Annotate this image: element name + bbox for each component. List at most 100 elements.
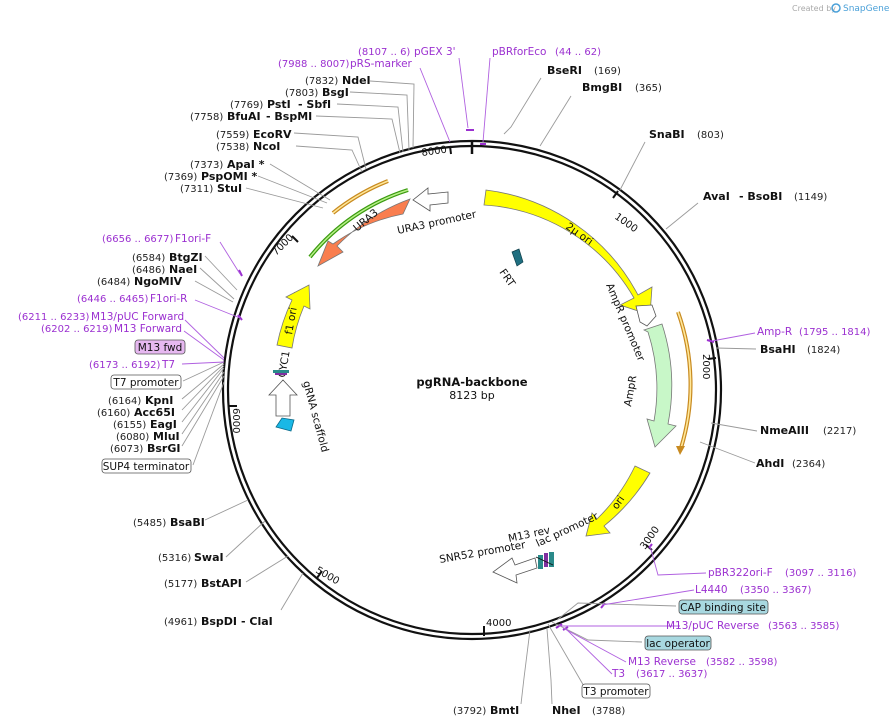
site-bspdi[interactable]: (4961) BspDI - ClaI: [164, 615, 273, 628]
site-snabi[interactable]: SnaBI (803): [649, 128, 724, 141]
site-ndei[interactable]: (7832) NdeI: [305, 74, 371, 87]
primer-prs-marker[interactable]: (7988 .. 8007) pRS-marker: [278, 58, 413, 70]
tick-mark-2000: [707, 357, 717, 360]
leader-ahdi: [699, 441, 756, 464]
svg-text:NaeI: NaeI: [169, 263, 197, 276]
svg-text:M13 Reverse: M13 Reverse: [628, 656, 696, 668]
site-psti[interactable]: (7769) PstI - SbfI: [230, 98, 331, 111]
svg-text:MluI: MluI: [153, 430, 180, 443]
site-bseri[interactable]: BseRI (169): [547, 64, 621, 77]
site-btgzi[interactable]: (6584) BtgZI: [132, 251, 203, 264]
svg-text:(3563 .. 3585): (3563 .. 3585): [768, 621, 840, 632]
snapgene-logo: SnapGene: [831, 3, 890, 14]
site-ahdi[interactable]: AhdI (2364): [756, 457, 825, 470]
site-bsrgi[interactable]: (6073) BsrGI: [110, 442, 180, 455]
site-bsgi[interactable]: (7803) BsgI: [285, 86, 349, 99]
site-acc65i[interactable]: (6160) Acc65I: [97, 406, 175, 419]
feature-label-grna: gRNA scaffold: [300, 380, 331, 454]
primer-t3[interactable]: T3 (3617 .. 3637): [611, 668, 708, 680]
primer-f1ori-f[interactable]: (6656 .. 6677) F1ori-F: [102, 233, 211, 245]
leader-nhei: [546, 628, 553, 705]
site-ncoi[interactable]: (7538) NcoI: [216, 140, 280, 153]
site-bsabi[interactable]: (5485) BsaBI: [133, 516, 205, 529]
site-stui[interactable]: (7311) StuI: [180, 182, 242, 195]
box-t7-promoter[interactable]: T7 promoter: [110, 374, 182, 390]
primer-m13puc-forward[interactable]: (6211 .. 6233) M13/pUC Forward: [18, 311, 184, 323]
primer-t7[interactable]: (6173 .. 6192) T7: [89, 359, 175, 371]
feature-snr52-promoter[interactable]: [492, 557, 538, 584]
box-t3-promoter[interactable]: T3 promoter: [581, 683, 651, 699]
feature-ampr-promoter[interactable]: [635, 304, 657, 327]
svg-text:EagI: EagI: [150, 418, 177, 431]
leader-t3-promoter: [547, 623, 586, 689]
box-cap-binding-site[interactable]: CAP binding site: [678, 599, 769, 615]
svg-text:(7538): (7538): [216, 142, 249, 153]
feature-ura3[interactable]: [317, 198, 411, 267]
primer-m13puc-reverse[interactable]: M13/pUC Reverse (3563 .. 3585): [666, 620, 840, 632]
feature-ura3-promoter[interactable]: [412, 187, 449, 212]
feature-frt[interactable]: [511, 248, 524, 267]
svg-text:BstAPI: BstAPI: [201, 577, 242, 590]
primer-pbrforeco[interactable]: pBRforEco (44 .. 62): [492, 46, 601, 58]
site-bmti[interactable]: (3792) BmtI: [453, 704, 519, 717]
site-nmeaiii[interactable]: NmeAIII (2217): [760, 424, 856, 437]
svg-text:(44 .. 62): (44 .. 62): [555, 47, 601, 58]
site-kpni[interactable]: (6164) KpnI: [108, 394, 173, 407]
feature-ampr[interactable]: [642, 323, 677, 448]
svg-text:(7988 .. 8007): (7988 .. 8007): [278, 59, 350, 70]
site-bfuai[interactable]: (7758) BfuAI - BspMI: [190, 110, 312, 123]
site-swai[interactable]: (5316) SwaI: [158, 551, 224, 564]
site-avai[interactable]: AvaI - BsoBI (1149): [703, 190, 827, 203]
svg-text:(6164): (6164): [108, 396, 141, 407]
svg-text:Amp-R: Amp-R: [757, 326, 792, 338]
svg-text:EcoRV: EcoRV: [253, 128, 292, 141]
site-naei[interactable]: (6486) NaeI: [132, 263, 197, 276]
plead-m13puc-fwd: [184, 319, 225, 359]
primer-f1ori-r[interactable]: (6446 .. 6465) F1ori-R: [77, 293, 187, 305]
svg-text:pGEX 3': pGEX 3': [414, 46, 456, 58]
site-ngomiv[interactable]: (6484) NgoMIV: [97, 275, 183, 288]
site-eagi[interactable]: (6155) EagI: [113, 418, 177, 431]
created-by-text: Created by: [792, 4, 836, 13]
primer-pbr322ori-f[interactable]: pBR322ori-F (3097 .. 3116): [708, 567, 857, 579]
site-ecorv[interactable]: (7559) EcoRV: [216, 128, 292, 141]
site-bmgbi[interactable]: BmgBI (365): [582, 81, 662, 94]
leader-naei: [199, 267, 235, 300]
site-pspomi[interactable]: (7369) PspOMI *: [164, 170, 258, 183]
site-bsahi[interactable]: BsaHI (1824): [760, 343, 840, 356]
box-m13-fwd[interactable]: M13 fwd: [134, 339, 186, 355]
tick-label-2000: 2000: [700, 354, 711, 379]
svg-text:BsaBI: BsaBI: [170, 516, 205, 529]
leader-cap: [556, 602, 677, 621]
feature-2micron-ori[interactable]: [483, 189, 653, 316]
site-nhei[interactable]: NheI (3788): [552, 704, 625, 717]
primer-amp-r[interactable]: Amp-R (1795 .. 1814): [757, 326, 871, 338]
feature-ura3-bind-orange[interactable]: [331, 179, 389, 215]
feature-lac-region[interactable]: [535, 552, 554, 569]
plead-prs: [419, 67, 451, 143]
primer-pgex[interactable]: (8107 .. 6) pGEX 3': [358, 46, 456, 58]
svg-text:(6656 .. 6677): (6656 .. 6677): [102, 234, 174, 245]
svg-text:(3582 .. 3598): (3582 .. 3598): [706, 657, 778, 668]
feature-grna-scaffold[interactable]: [275, 417, 295, 432]
svg-text:M13/pUC Forward: M13/pUC Forward: [91, 311, 184, 323]
site-mlui[interactable]: (6080) MluI: [116, 430, 180, 443]
svg-text:M13 Forward: M13 Forward: [114, 323, 182, 335]
svg-text:Acc65I: Acc65I: [134, 406, 175, 419]
svg-text:(6446 .. 6465): (6446 .. 6465): [77, 294, 149, 305]
feature-cyc1-terminator[interactable]: [268, 379, 298, 417]
svg-text:BsgI: BsgI: [322, 86, 349, 99]
feature-t7-mark[interactable]: [273, 370, 289, 375]
site-apai[interactable]: (7373) ApaI *: [190, 158, 265, 171]
svg-text:NheI: NheI: [552, 704, 581, 717]
feature-f1-ori[interactable]: [276, 284, 311, 349]
feature-ori[interactable]: [585, 465, 651, 537]
box-sup4-terminator[interactable]: SUP4 terminator: [101, 458, 192, 474]
primer-m13-forward[interactable]: (6202 .. 6219) M13 Forward: [41, 323, 182, 335]
box-lac-operator[interactable]: lac operator: [644, 635, 712, 651]
primer-l4440[interactable]: L4440 (3350 .. 3367): [695, 584, 812, 596]
plasmid-name: pgRNA-backbone: [416, 375, 527, 389]
leader-ndei: [369, 80, 415, 149]
primer-m13-reverse[interactable]: M13 Reverse (3582 .. 3598): [628, 656, 778, 668]
site-bstapi[interactable]: (5177) BstAPI: [164, 577, 242, 590]
